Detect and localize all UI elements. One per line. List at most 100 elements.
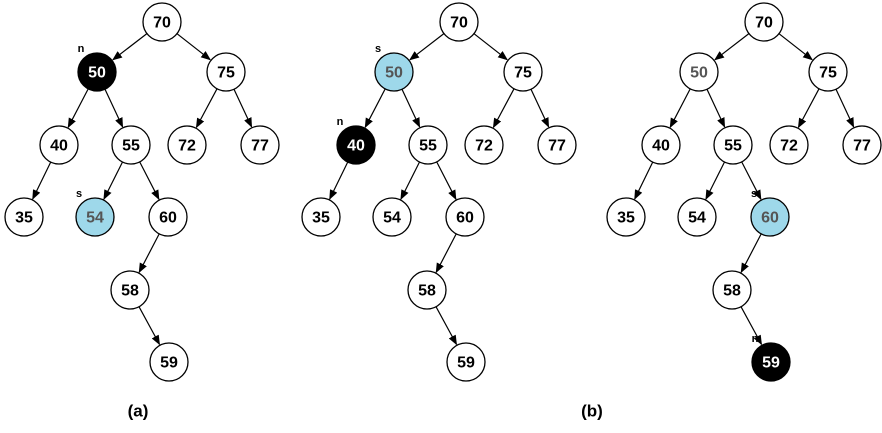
- node-label: 55: [122, 138, 140, 155]
- node-circle: [445, 197, 485, 237]
- node-tag-n: n: [78, 43, 85, 55]
- node-tree-a-35: 35: [4, 197, 44, 237]
- node-tag-n: n: [337, 116, 344, 128]
- edge-tree-b-50-55: [401, 88, 421, 128]
- node-circle: [407, 270, 447, 310]
- edge-tree-a-60-58: [138, 233, 160, 274]
- edge-tree-c-50-55: [706, 88, 726, 128]
- node-label: 77: [548, 138, 566, 155]
- edge-tree-a-40-35: [32, 161, 52, 200]
- node-label: 70: [153, 15, 171, 32]
- node-circle: [713, 125, 753, 165]
- node-tree-c-54: 54: [677, 197, 717, 237]
- node-tree-c-35: 35: [606, 197, 646, 237]
- edge-tree-c-75-72: [797, 88, 820, 129]
- node-label: 70: [755, 15, 773, 32]
- node-label: 60: [456, 210, 474, 227]
- node-tree-b-40: 40n: [336, 116, 376, 165]
- node-label: 54: [383, 210, 401, 227]
- node-tree-b-50: 50 s: [374, 43, 414, 92]
- edge-tree-a-50-40: [67, 88, 89, 129]
- node-circle: [39, 125, 79, 165]
- edge-tree-b-40-35: [329, 161, 349, 200]
- node-tree-b-55: 55: [408, 125, 448, 165]
- node-circle: [110, 270, 150, 310]
- edge-tree-c-50-40: [669, 88, 691, 129]
- node-tree-b-59: 59: [446, 342, 486, 382]
- caption-b: (b): [581, 402, 603, 421]
- edge-tree-b-70-75: [473, 33, 508, 61]
- node-label: 59: [457, 355, 475, 372]
- edge-tree-a-50-55: [104, 88, 124, 128]
- node-label: 72: [780, 138, 798, 155]
- node-circle: [408, 125, 448, 165]
- node-tree-b-60: 60: [445, 197, 485, 237]
- node-tree-c-50: 50: [679, 52, 719, 92]
- node-label: 59: [762, 355, 780, 372]
- node-circle: [75, 197, 115, 237]
- edge-tree-b-58-59: [435, 306, 458, 346]
- node-circle: [142, 2, 182, 42]
- edge-tree-b-55-54: [400, 161, 421, 200]
- node-tree-a-60: 60: [148, 197, 188, 237]
- node-label: 58: [418, 283, 436, 300]
- edge-tree-b-70-50: [409, 33, 445, 61]
- node-label: 50: [690, 65, 708, 82]
- node-tree-a-55: 55: [111, 125, 151, 165]
- node-tree-b-35: 35: [301, 197, 341, 237]
- node-tree-a-40: 40: [39, 125, 79, 165]
- node-label: 40: [50, 138, 68, 155]
- node-circle: [503, 52, 543, 92]
- node-circle: [148, 197, 188, 237]
- node-tree-c-59: 59n: [751, 333, 791, 382]
- node-circle: [537, 125, 577, 165]
- node-tree-c-58: 58: [712, 270, 752, 310]
- edge-tree-b-75-77: [530, 88, 550, 128]
- node-circle: [111, 125, 151, 165]
- node-label: 35: [15, 210, 33, 227]
- edge-tree-c-70-75: [778, 33, 813, 61]
- node-circle: [336, 125, 376, 165]
- node-tag-s: s: [375, 43, 381, 55]
- edge-tree-b-55-60: [436, 161, 457, 201]
- node-label: 55: [724, 138, 742, 155]
- edge-tree-c-55-54: [705, 161, 726, 200]
- node-tree-a-59: 59: [149, 342, 189, 382]
- node-label: 70: [450, 15, 468, 32]
- edge-tree-a-70-50: [112, 33, 148, 61]
- node-circle: [374, 52, 414, 92]
- node-label: 55: [419, 138, 437, 155]
- node-circle: [842, 125, 882, 165]
- node-tree-b-54: 54: [372, 197, 412, 237]
- node-tree-c-60: 60s: [750, 188, 790, 237]
- node-label: 50: [88, 65, 106, 82]
- node-tree-b-70: 70: [439, 2, 479, 42]
- node-label: 77: [853, 138, 871, 155]
- node-circle: [206, 52, 246, 92]
- node-label: 75: [514, 65, 532, 82]
- node-circle: [751, 342, 791, 382]
- node-tree-a-70: 70: [142, 2, 182, 42]
- node-label: 58: [723, 283, 741, 300]
- node-tree-a-77: 77: [240, 125, 280, 165]
- node-tree-c-72: 72: [769, 125, 809, 165]
- edge-tree-a-58-59: [138, 306, 161, 346]
- node-label: 60: [159, 210, 177, 227]
- node-circle: [372, 197, 412, 237]
- node-label: 50: [385, 65, 403, 82]
- node-circle: [677, 197, 717, 237]
- node-tree-b-77: 77: [537, 125, 577, 165]
- edge-tree-a-55-54: [103, 161, 124, 200]
- node-circle: [744, 2, 784, 42]
- node-tree-a-72: 72: [167, 125, 207, 165]
- node-label: 58: [121, 283, 139, 300]
- node-tree-a-50: 50n: [77, 43, 117, 92]
- node-circle: [606, 197, 646, 237]
- node-circle: [446, 342, 486, 382]
- node-circle: [769, 125, 809, 165]
- node-label: 59: [160, 355, 178, 372]
- node-tree-b-75: 75: [503, 52, 543, 92]
- node-circle: [77, 52, 117, 92]
- node-label: 35: [312, 210, 330, 227]
